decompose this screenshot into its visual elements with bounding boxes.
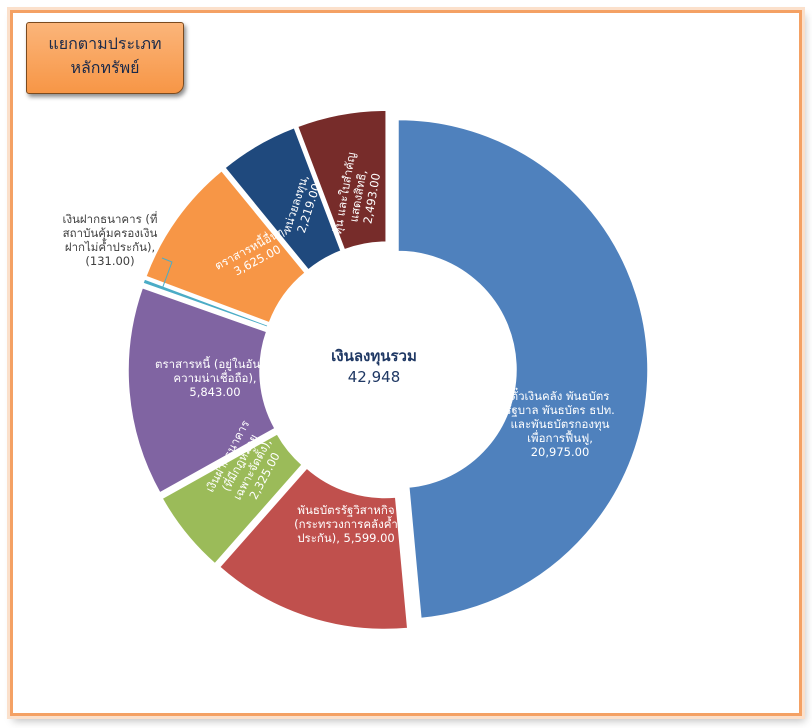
donut-slice-0 — [397, 118, 649, 620]
slice-label-0-line-4: 20,975.00 — [531, 445, 590, 459]
slice-label-0-line-0: ตั๋วเงินคลัง พันธบัตร — [511, 387, 610, 403]
chart-title-line1: แยกตามประเภท — [48, 34, 162, 53]
slice-label-1-line-2: ประกัน), 5,599.00 — [297, 531, 395, 545]
slice-label-4-line-2: ฝากไม่ค้ำประกัน), — [65, 239, 155, 254]
slice-label-4: เงินฝากธนาคาร (ที่สถาบันคุ้มครองเงินฝากไ… — [63, 211, 158, 268]
donut-slice-6 — [223, 126, 343, 272]
slice-label-0-line-3: เพื่อการฟื้นฟู, — [527, 430, 593, 445]
chart-title-line2: หลักทรัพย์ — [70, 58, 140, 77]
slice-label-4-line-3: (131.00) — [85, 254, 134, 268]
center-value: 42,948 — [348, 368, 401, 386]
donut-slice-5 — [144, 169, 307, 324]
donut-slice-3 — [127, 286, 277, 494]
donut-slice-4 — [141, 277, 270, 329]
center-title: เงินลงทุนรวม — [331, 347, 417, 366]
slice-label-1: พันธบัตรรัฐวิสาหกิจ(กระทรวงการคลังค้ำประ… — [294, 503, 398, 545]
donut-slice-7 — [296, 109, 387, 251]
slice-label-3-line-1: ความน่าเชื่อถือ), — [173, 370, 256, 385]
slice-label-0-line-1: รัฐบาล พันธบัตร ธปท. — [505, 403, 615, 417]
slice-label-1-line-1: (กระทรวงการคลังค้ำ — [294, 516, 398, 531]
slice-label-3-line-0: ตราสารหนี้ (อยู่ในอันดับ — [155, 356, 275, 371]
slice-label-1-line-0: พันธบัตรรัฐวิสาหกิจ — [297, 503, 394, 517]
donut-slice-1 — [218, 466, 409, 631]
slice-label-0: ตั๋วเงินคลัง พันธบัตรรัฐบาล พันธบัตร ธปท… — [505, 387, 615, 459]
slice-label-0-line-2: และพันธบัตรกองทุน — [511, 417, 610, 431]
slice-label-3: ตราสารหนี้ (อยู่ในอันดับความน่าเชื่อถือ)… — [155, 356, 275, 399]
chart-title-box: แยกตามประเภท หลักทรัพย์ — [26, 22, 184, 94]
donut-slice-2 — [161, 432, 304, 565]
slice-label-3-line-2: 5,843.00 — [189, 385, 240, 399]
slice-label-4-line-1: สถาบันคุ้มครองเงิน — [63, 226, 158, 240]
slice-leader-4 — [161, 257, 173, 289]
slice-label-4-line-0: เงินฝากธนาคาร (ที่ — [63, 211, 158, 226]
